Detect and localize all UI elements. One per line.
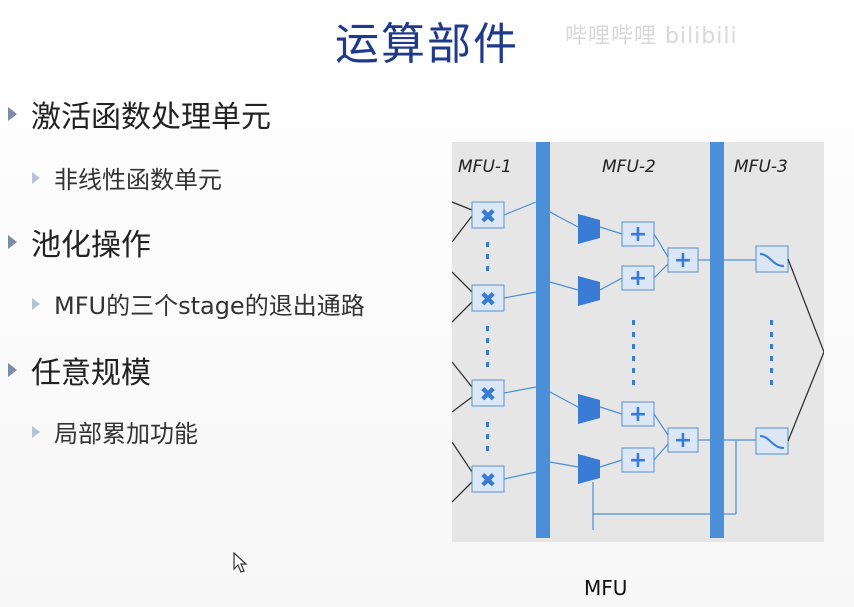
nonlinear-units xyxy=(755,245,789,455)
plus-icon: + xyxy=(621,221,655,247)
svg-text:+: + xyxy=(629,402,647,427)
svg-text:✖: ✖ xyxy=(480,382,497,406)
sub-bullet-arrow-icon xyxy=(32,297,40,310)
svg-text:✖: ✖ xyxy=(480,287,497,311)
multiply-icon: ✖ xyxy=(471,465,505,493)
bullet-arrow-icon xyxy=(8,107,17,121)
multiply-icon: ✖ xyxy=(471,284,505,312)
svg-text:+: + xyxy=(629,222,647,247)
multiply-icon: ✖ xyxy=(471,379,505,407)
mfu-diagram: MFU-1 MFU-2 MFU-3 ✖ ✖ ✖ ✖ xyxy=(452,142,824,542)
svg-text:+: + xyxy=(674,248,692,273)
bullet-text: 非线性函数单元 xyxy=(54,166,222,194)
sigmoid-icon xyxy=(755,245,789,273)
bullet-text: MFU的三个stage的退出通路 xyxy=(54,292,365,320)
svg-text:✖: ✖ xyxy=(480,468,497,492)
plus-icon: + xyxy=(667,247,699,273)
bullet-item: 任意规模 xyxy=(8,348,151,392)
ellipsis-dots xyxy=(486,242,773,451)
diagram-caption: MFU xyxy=(584,576,628,600)
adder-units: + + + + + + xyxy=(621,221,699,473)
stage-label-1: MFU-1 xyxy=(458,157,512,177)
bullet-item: 池化操作 xyxy=(8,220,151,264)
plus-icon: + xyxy=(621,265,655,291)
bullet-text: 任意规模 xyxy=(31,356,151,391)
plus-icon: + xyxy=(667,427,699,453)
slide-title: 运算部件 xyxy=(335,19,519,70)
sub-bullet-arrow-icon xyxy=(32,171,40,184)
stage-label-2: MFU-2 xyxy=(602,157,656,177)
bus-bar-2 xyxy=(710,142,724,538)
bullet-item: 激活函数处理单元 xyxy=(8,92,271,136)
svg-text:✖: ✖ xyxy=(480,204,497,228)
svg-text:+: + xyxy=(674,428,692,453)
watermark: 哔哩哔哩 bilibili xyxy=(565,24,738,49)
sub-bullet-arrow-icon xyxy=(32,425,40,438)
mux-icon xyxy=(578,394,600,424)
connector-lines xyxy=(503,201,756,530)
sub-bullet-item: MFU的三个stage的退出通路 xyxy=(32,286,365,321)
output-arrows xyxy=(787,258,824,442)
mux-units xyxy=(578,214,600,484)
diagram-panel xyxy=(452,142,824,542)
bus-bar-1 xyxy=(536,142,550,538)
mux-icon xyxy=(578,454,600,484)
bullet-arrow-icon xyxy=(8,363,17,377)
plus-icon: + xyxy=(621,401,655,427)
mouse-cursor-icon xyxy=(233,552,248,573)
multiply-icon: ✖ xyxy=(471,201,505,229)
plus-icon: + xyxy=(621,447,655,473)
mux-icon xyxy=(578,214,600,244)
multiplier-units: ✖ ✖ ✖ ✖ xyxy=(471,201,505,493)
bullet-arrow-icon xyxy=(8,235,17,249)
svg-text:+: + xyxy=(629,266,647,291)
bullet-text: 激活函数处理单元 xyxy=(31,100,271,135)
svg-text:+: + xyxy=(629,448,647,473)
input-arrows xyxy=(452,201,473,503)
mux-icon xyxy=(578,276,600,306)
stage-label-3: MFU-3 xyxy=(734,157,788,177)
bullet-text: 池化操作 xyxy=(31,228,151,263)
bullet-text: 局部累加功能 xyxy=(54,420,198,448)
sigmoid-icon xyxy=(755,427,789,455)
sub-bullet-item: 非线性函数单元 xyxy=(32,160,222,195)
sub-bullet-item: 局部累加功能 xyxy=(32,414,198,449)
